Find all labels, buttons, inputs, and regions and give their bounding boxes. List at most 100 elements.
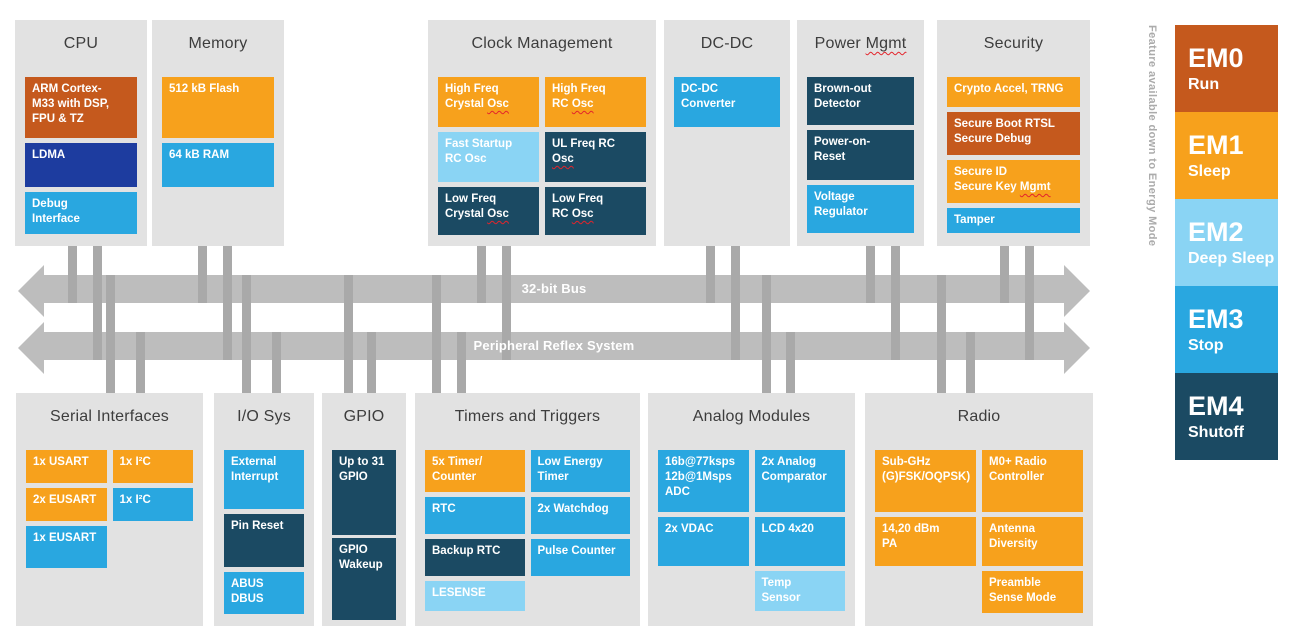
spellcheck-squiggle: Osc	[487, 98, 509, 111]
block-title-timers-and-triggers: Timers and Triggers	[454, 408, 601, 425]
cell-rtc: RTC	[425, 497, 525, 534]
cell-brown-out: Brown-out Detector	[807, 77, 914, 125]
cell-ldma: LDMA	[25, 143, 137, 187]
cell-lesense: LESENSE	[425, 581, 525, 611]
bus-connector-analog-modules-1	[786, 332, 795, 394]
cell-1x-i-c: 1x I²C	[112, 450, 193, 483]
block-title-power-mgmt: Power Mgmt	[814, 35, 907, 52]
block-col-dc-dc-0: DC-DC Converter	[674, 77, 780, 127]
bus-connector-radio-0	[937, 275, 946, 394]
block-title-io-sys: I/O Sys	[237, 408, 291, 425]
bus-connector-dc-dc-1	[731, 244, 740, 360]
bus-connector-memory-0	[198, 244, 207, 303]
cell-2x-analog: 2x Analog Comparator	[754, 450, 845, 512]
bus-arrow-right-icon	[1064, 265, 1090, 317]
bus-connector-cpu-0	[68, 244, 77, 303]
bus-connector-clock-management-1	[502, 244, 511, 360]
cell-64-kb-ram: 64 kB RAM	[162, 143, 274, 187]
block-title-analog-modules: Analog Modules	[692, 408, 811, 425]
bus-connector-radio-1	[966, 332, 975, 394]
energy-mode-name: Stop	[1188, 336, 1224, 354]
energy-mode-id: EM3	[1188, 303, 1244, 334]
cell-high-freq: High Freq RC Osc	[545, 77, 646, 127]
cell-abus: ABUS DBUS	[224, 572, 304, 614]
cell-crypto-accel-trng: Crypto Accel, TRNG	[947, 77, 1080, 107]
cell-voltage: Voltage Regulator	[807, 185, 914, 233]
bus-connector-gpio-0	[344, 275, 353, 394]
block-col-radio-0: Sub-GHz (G)FSK/OQPSK) 14,20 dBm PA	[875, 450, 976, 613]
block-title-security: Security	[983, 35, 1044, 52]
block-title-radio: Radio	[957, 408, 1001, 425]
cell-m0-radio: M0+ Radio Controller	[982, 450, 1083, 512]
cell-tamper: Tamper	[947, 208, 1080, 233]
cell-dc-dc: DC-DC Converter	[674, 77, 780, 127]
bus-peripheral-reflex-label: Peripheral Reflex System	[473, 338, 635, 353]
cell-up-to-31: Up to 31 GPIO	[332, 450, 396, 535]
cell-14-20-dbm: 14,20 dBm PA	[875, 517, 976, 566]
energy-mode-id: EM2	[1188, 216, 1244, 247]
cell-2x-eusart: 2x EUSART	[26, 488, 107, 521]
energy-mode-name: Shutoff	[1188, 423, 1244, 441]
cell-sub-ghz: Sub-GHz (G)FSK/OQPSK)	[875, 450, 976, 512]
spellcheck-squiggle: Osc	[571, 98, 594, 111]
energy-mode-note: Feature available down to Energy Mode	[1146, 25, 1158, 247]
cell-1x-usart: 1x USART	[26, 450, 107, 483]
bus-connector-gpio-1	[367, 332, 376, 394]
energy-mode-name: Run	[1188, 75, 1220, 93]
energy-mode-name: Deep Sleep	[1188, 249, 1275, 267]
bus-connector-power-mgmt-1	[891, 244, 900, 360]
block-memory: Memory 512 kB Flash 64 kB RAM	[152, 20, 284, 246]
cell-backup-rtc: Backup RTC	[425, 539, 525, 576]
cell-low-energy: Low Energy Timer	[530, 450, 630, 492]
cell-2x-watchdog: 2x Watchdog	[530, 497, 630, 534]
spellcheck-squiggle: Mgmt	[865, 35, 907, 52]
cell-high-freq: High Freq Crystal Osc	[438, 77, 539, 127]
cell-pulse-counter: Pulse Counter	[530, 539, 630, 576]
bus-arrow-left-icon	[18, 265, 44, 317]
block-title-gpio: GPIO	[343, 408, 385, 425]
bus-connector-serial-interfaces-1	[136, 332, 145, 394]
bus-connector-memory-1	[223, 244, 232, 360]
bus-connector-security-0	[1000, 244, 1009, 303]
block-cells-dc-dc: DC-DC Converter	[664, 68, 790, 127]
spellcheck-squiggle: Mgmt	[1019, 181, 1051, 194]
bus-arrow-left-icon	[18, 322, 44, 374]
bus-connector-io-sys-1	[272, 332, 281, 394]
cell-debug: Debug Interface	[25, 192, 137, 234]
bus-connector-cpu-1	[93, 244, 102, 360]
block-title-serial-interfaces: Serial Interfaces	[49, 408, 169, 425]
spellcheck-squiggle: Osc	[487, 208, 509, 221]
cell-512-kb-flash: 512 kB Flash	[162, 77, 274, 138]
cell-antenna: Antenna Diversity	[982, 517, 1083, 566]
block-title-cpu: CPU	[63, 35, 99, 52]
bus-connector-timers-and-triggers-0	[432, 275, 441, 394]
block-title-memory: Memory	[188, 35, 248, 52]
cell-5x-timer: 5x Timer/ Counter	[425, 450, 525, 492]
cell-ul-freq-rc: UL Freq RC Osc	[545, 132, 646, 182]
